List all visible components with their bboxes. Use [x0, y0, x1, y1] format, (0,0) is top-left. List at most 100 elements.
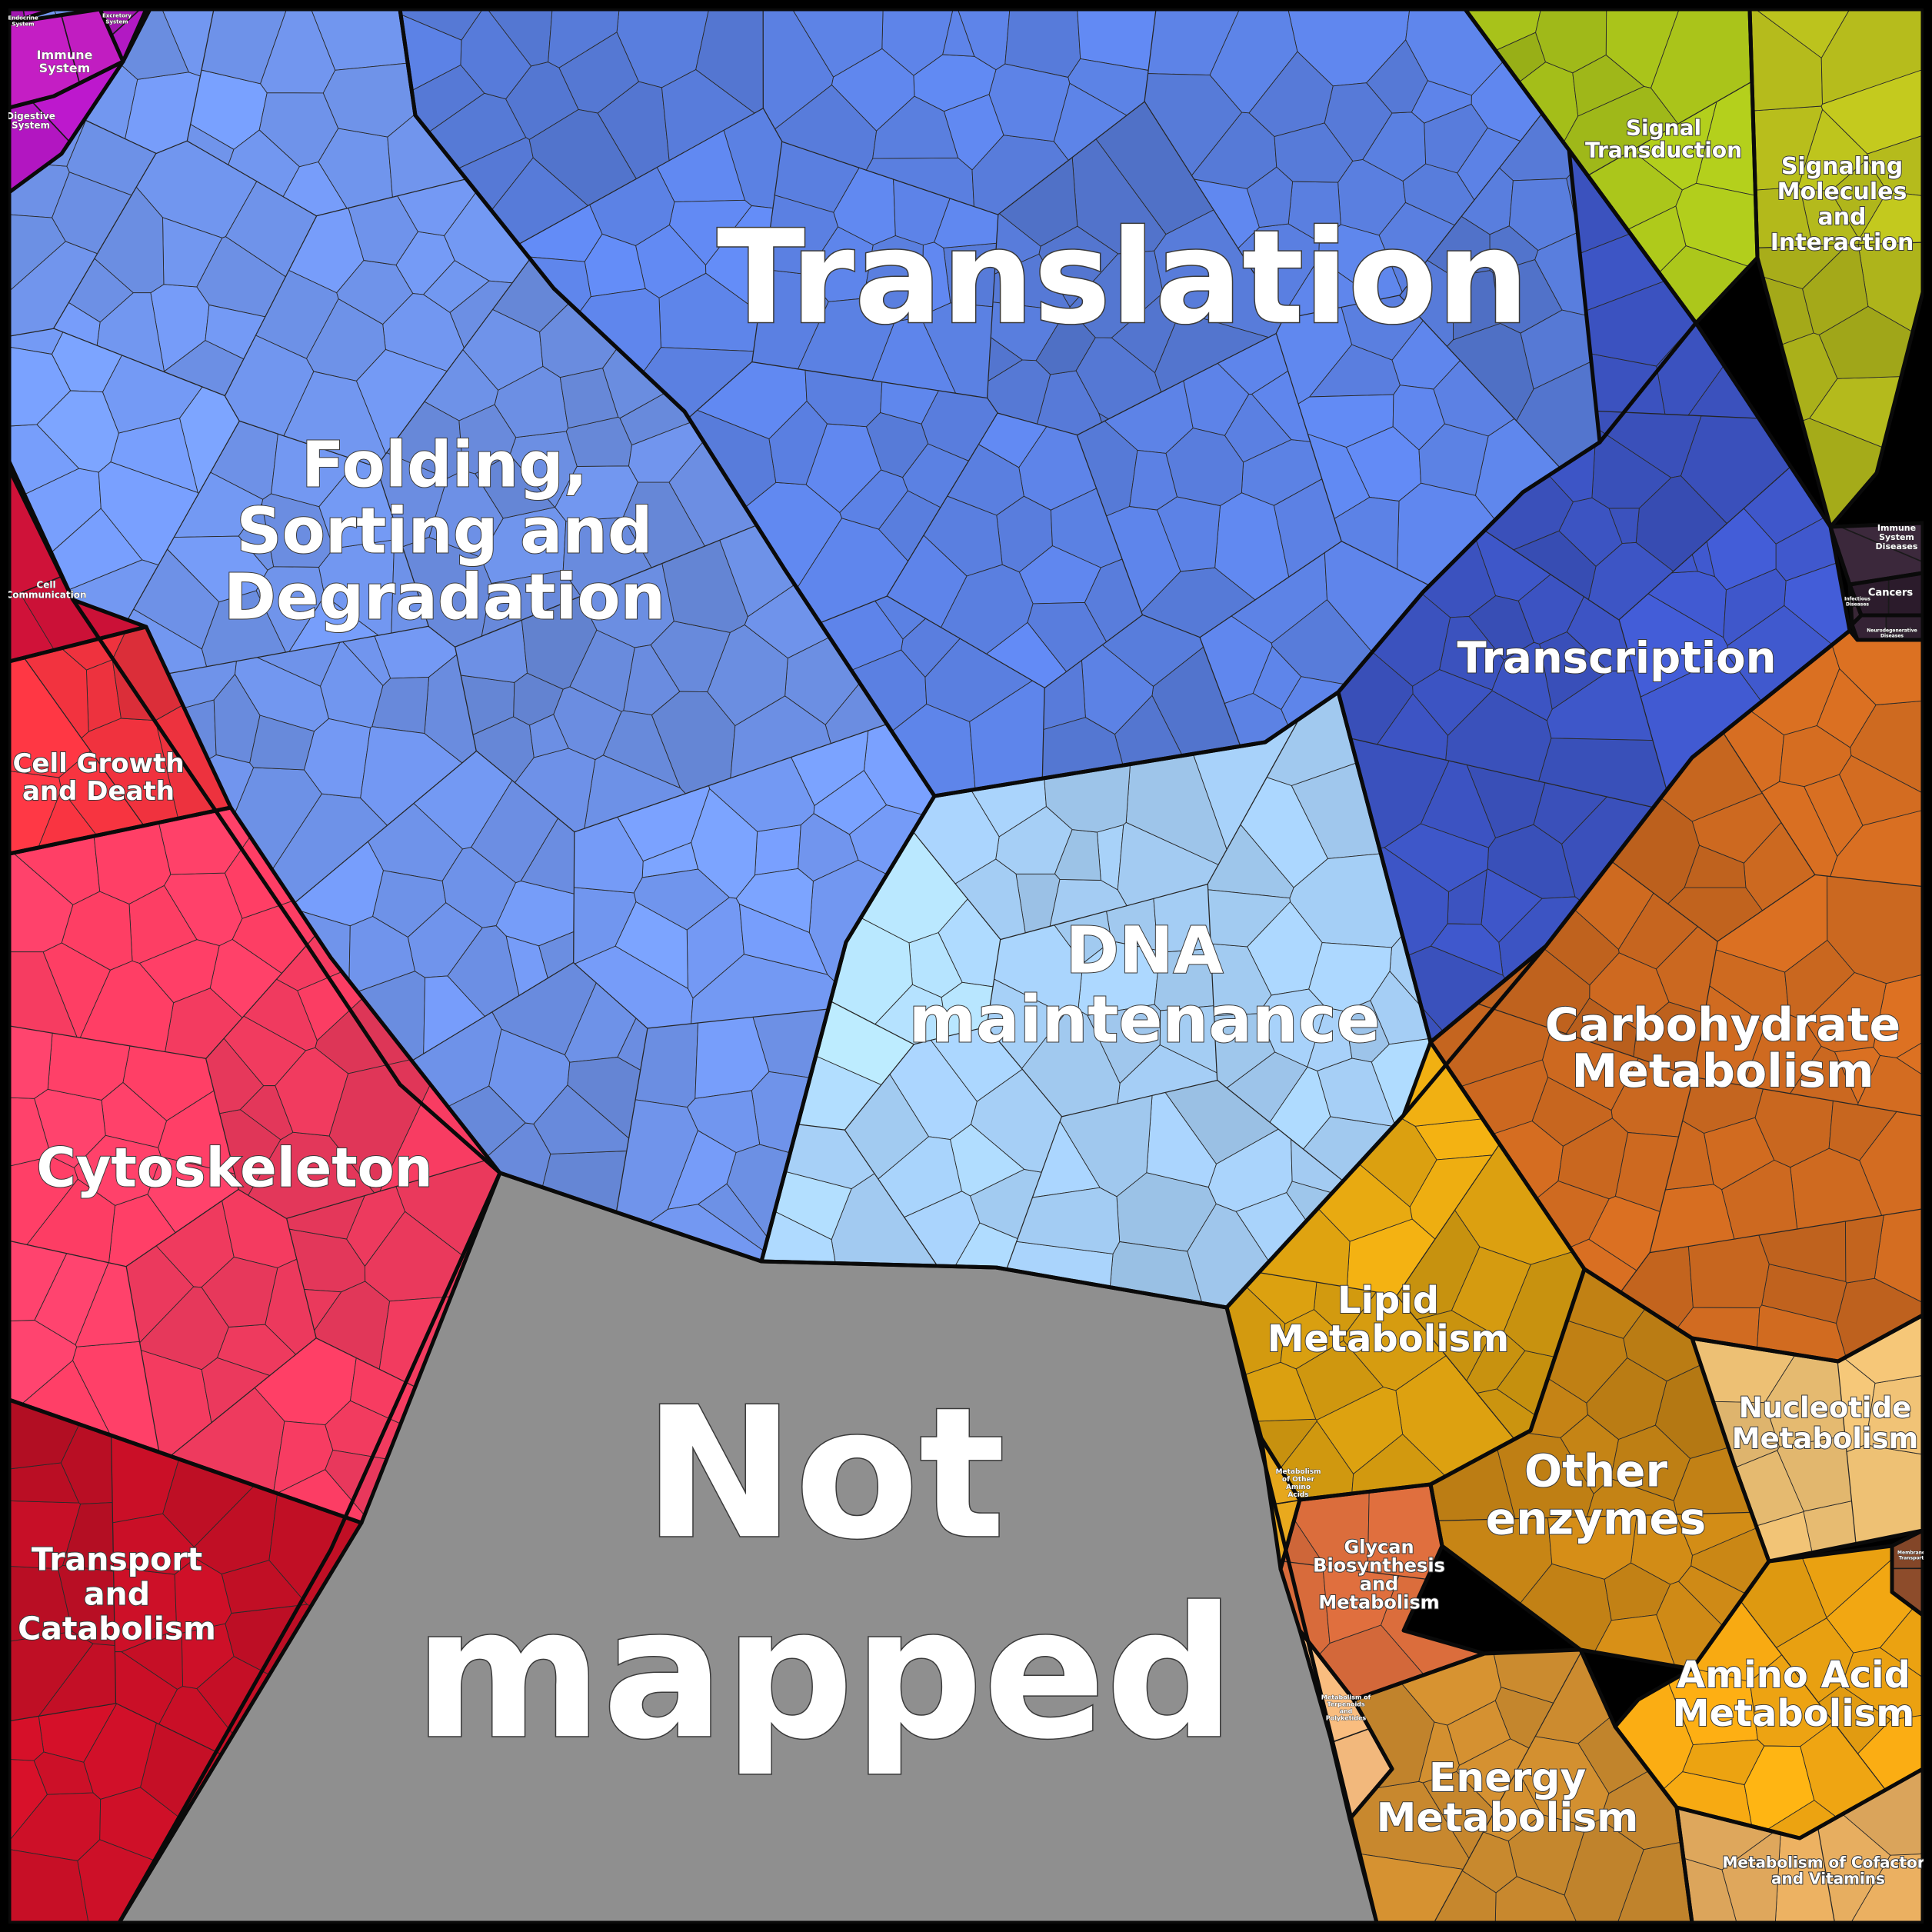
voronoi-subcell — [205, 1038, 265, 1114]
region-cofactors-outline — [1674, 1767, 1925, 1925]
voronoi-subcell — [1800, 1721, 1886, 1818]
voronoi-subcell — [1682, 1739, 1765, 1785]
voronoi-subcell — [1129, 449, 1178, 511]
voronoi-subcell — [1021, 1009, 1121, 1118]
region-folding[interactable] — [8, 8, 935, 1262]
voronoi-subcell — [33, 1751, 94, 1795]
label-line: Cell Growth — [12, 748, 184, 779]
voronoi-subcell — [1586, 1357, 1667, 1440]
region-not-mapped-outline — [117, 1171, 1379, 1925]
voronoi-subcell — [249, 715, 315, 771]
voronoi-subcell — [1069, 250, 1164, 338]
voronoi-subcell — [754, 824, 801, 876]
region-amino-acid[interactable] — [1614, 1545, 1924, 1839]
voronoi-subcell — [923, 495, 1003, 577]
voronoi-subcell — [1572, 55, 1644, 117]
voronoi-subcell — [1164, 1080, 1279, 1164]
voronoi-subcell — [1412, 669, 1493, 736]
region-transcription[interactable] — [1337, 149, 1850, 1043]
voronoi-subcell — [1777, 1435, 1852, 1512]
region-endocrine-system-outline — [7, 7, 56, 25]
region-nucleotide[interactable] — [1691, 1314, 1924, 1562]
label-line: Cancers — [1868, 588, 1914, 599]
region-signaling-molecules[interactable] — [1749, 8, 1924, 528]
label-line: Catabolism — [18, 1610, 216, 1647]
voronoi-subcell — [584, 754, 686, 829]
voronoi-subcell — [239, 1085, 294, 1141]
voronoi-subcell — [661, 69, 755, 162]
label-line: Terpenoids — [1327, 1700, 1365, 1707]
voronoi-subcell — [1411, 80, 1472, 124]
region-neurodegenerative-diseases[interactable] — [1851, 615, 1924, 641]
label-line: and — [84, 1575, 150, 1612]
voronoi-subcell — [79, 961, 175, 1052]
label-line: of Other — [1282, 1476, 1315, 1484]
voronoi-subcell — [8, 1715, 45, 1761]
label-line: Amino — [1286, 1484, 1311, 1491]
voronoi-subcell — [798, 298, 895, 381]
region-dna[interactable] — [761, 691, 1547, 1308]
label-line: Digestive — [6, 111, 55, 122]
region-signal-transduction[interactable] — [1464, 8, 1758, 324]
region-carbohydrate[interactable] — [1430, 630, 1924, 1362]
region-transport[interactable] — [8, 1399, 362, 1924]
label-line: Metabolism — [1377, 1795, 1639, 1841]
voronoi-subcell — [999, 157, 1078, 247]
region-terpenoids[interactable] — [1299, 1630, 1393, 1820]
voronoi-subcell — [1341, 295, 1424, 361]
label-line: DNA — [1065, 912, 1223, 988]
region-other-enzymes-outline — [1428, 1267, 1771, 1671]
voronoi-subcell — [1146, 1092, 1217, 1188]
label-line: Transcription — [1457, 634, 1776, 684]
voronoi-subcell — [705, 205, 774, 312]
region-cell-communication-outline — [7, 459, 148, 664]
label-line: Nucleotide — [1739, 1391, 1911, 1424]
voronoi-subcell — [471, 780, 558, 884]
voronoi-subcell — [1456, 1738, 1530, 1811]
label-line: and — [1817, 204, 1866, 231]
region-cell-growth[interactable] — [8, 626, 232, 854]
region-glycan[interactable] — [1280, 1484, 1485, 1700]
label-line: Translation — [717, 202, 1529, 353]
label-line: Sorting and — [236, 495, 652, 568]
label-line: Metabolism — [1732, 1422, 1918, 1455]
voronoi-subcell — [275, 1047, 349, 1137]
label-line: Diseases — [1846, 602, 1869, 608]
label-line: and — [1360, 1573, 1398, 1594]
region-lipid[interactable] — [1226, 1041, 1585, 1501]
label-line: and — [1340, 1707, 1353, 1714]
label-line: Transport — [32, 1541, 202, 1577]
voronoi-subcell — [1588, 541, 1674, 621]
voronoi-subcell — [1846, 1444, 1924, 1544]
voronoi-subcell — [1452, 270, 1501, 341]
region-translation[interactable] — [399, 8, 1697, 797]
voronoi-subcell — [449, 280, 513, 348]
label-line: Biosynthesis — [1313, 1554, 1445, 1576]
voronoi-subcell — [265, 1258, 317, 1355]
region-other-enzymes[interactable] — [1430, 1268, 1770, 1670]
label-line: Signaling — [1781, 153, 1903, 180]
region-energy[interactable] — [1349, 1649, 1693, 1924]
voronoi-subcell — [1257, 988, 1327, 1068]
voronoi-subcell — [1704, 1117, 1775, 1191]
voronoi-subcell — [931, 1026, 1023, 1102]
label-line: Immune — [1877, 523, 1916, 533]
region-cytoskeleton[interactable] — [8, 807, 501, 1524]
voronoi-subcell — [880, 381, 939, 425]
label-line: Metabolism — [1673, 1692, 1914, 1735]
label-line: Metabolism of — [1321, 1694, 1371, 1700]
